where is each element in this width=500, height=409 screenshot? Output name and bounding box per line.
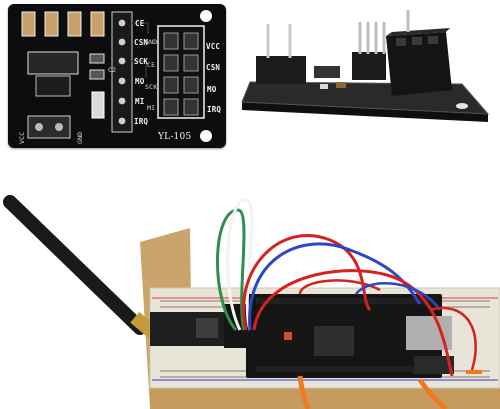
- adapter-module-top-view: CE CSN SCK MO MI IRQ GND CE SCK MI VCC C…: [8, 4, 226, 148]
- pin-label-mi: MI: [135, 97, 145, 106]
- header-label-irq: IRQ: [207, 105, 222, 114]
- pin-label-csn: CSN: [134, 38, 149, 47]
- power-label-gnd: GND: [76, 131, 84, 144]
- wire-red-2: [252, 269, 454, 377]
- wire-red-4: [429, 306, 477, 371]
- pin-label-mo: MO: [135, 77, 145, 86]
- wire-blue-2: [355, 282, 442, 311]
- wire-red-1: [242, 234, 372, 331]
- header-label-gnd: GND: [145, 38, 158, 46]
- header-label-csn: CSN: [206, 63, 221, 72]
- pin-label-sck: SCK: [134, 57, 149, 66]
- jumper-orange-2: [417, 378, 448, 409]
- power-label-vcc: VCC: [18, 131, 26, 144]
- pin-label-irq: IRQ: [134, 117, 149, 126]
- module-circuit-art: [21, 10, 212, 142]
- component-label-c2: C2: [108, 66, 117, 74]
- model-label: YL-105: [158, 132, 192, 142]
- header-label-mo: MO: [207, 85, 217, 94]
- assembled-setup-photo: [3, 195, 500, 409]
- header-label-sck: SCK: [145, 83, 158, 91]
- antenna: [3, 195, 147, 335]
- header-label-vcc: VCC: [206, 42, 221, 51]
- adapter-module-angled-view: [241, 10, 490, 122]
- header-label-mi: MI: [147, 104, 156, 112]
- wire-white: [226, 198, 254, 331]
- pin-label-ce: CE: [135, 19, 145, 28]
- jumper-orange-1: [297, 375, 311, 409]
- wire-green: [216, 208, 246, 331]
- header-label-ce: CE: [147, 61, 156, 69]
